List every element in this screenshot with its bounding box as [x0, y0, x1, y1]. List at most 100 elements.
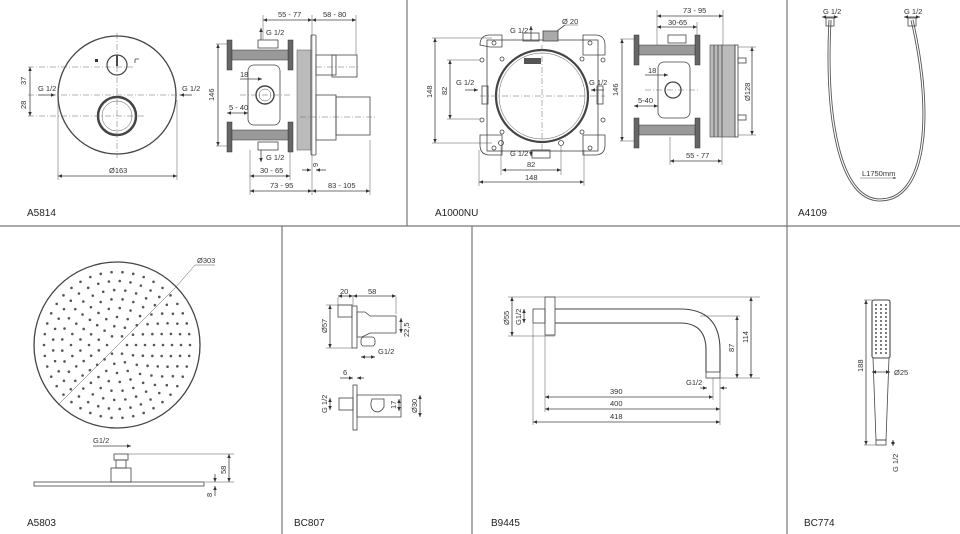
- nozzle: [67, 317, 71, 320]
- dim-58: 58: [368, 287, 376, 296]
- nozzle: [89, 275, 92, 279]
- nozzle: [43, 332, 47, 336]
- dim-5-40: 5-40: [638, 96, 653, 105]
- nozzle: [49, 312, 53, 315]
- dim-g12: G1/2: [378, 347, 394, 356]
- nozzle: [138, 372, 142, 376]
- dim-20: 20: [340, 287, 348, 296]
- dim-g-right: G 1/2: [589, 78, 607, 87]
- nozzle: [97, 311, 100, 315]
- nozzle: [880, 308, 882, 310]
- nozzle: [157, 295, 161, 299]
- dim-148-vertical: 148: [425, 85, 434, 98]
- nozzle: [82, 327, 85, 331]
- nozzle: [79, 349, 82, 352]
- nozzle: [165, 383, 169, 387]
- nozzle: [70, 286, 73, 290]
- nozzle: [131, 353, 135, 357]
- nozzle: [875, 320, 877, 322]
- dim-g12: G1/2: [93, 436, 109, 445]
- nozzle: [131, 414, 135, 418]
- nozzle: [74, 322, 78, 325]
- nozzle: [885, 352, 887, 354]
- nozzle: [96, 404, 100, 408]
- nozzle: [86, 286, 90, 290]
- nozzle: [103, 329, 106, 332]
- nozzle: [152, 406, 155, 410]
- nozzle: [60, 349, 64, 352]
- nozzle: [101, 396, 105, 400]
- nozzle: [153, 383, 157, 387]
- side-view: G1/2 58 8: [33, 436, 234, 497]
- nozzle: [129, 406, 132, 409]
- nozzle: [62, 379, 66, 383]
- panel-a4109: G 1/2 G 1/2 L1750mm A4109: [798, 7, 926, 219]
- nozzle: [112, 288, 116, 292]
- nozzle: [121, 298, 124, 301]
- nozzle: [104, 369, 108, 373]
- dim-390: 390: [610, 387, 623, 396]
- nozzle: [161, 343, 165, 347]
- nozzle: [112, 362, 116, 366]
- nozzle: [120, 352, 124, 355]
- dim-28: 28: [19, 101, 28, 109]
- dim-148-horizontal: 148: [525, 173, 538, 182]
- nozzle: [63, 327, 66, 330]
- nozzle: [139, 284, 143, 287]
- nozzle: [81, 313, 84, 316]
- nozzle: [118, 306, 122, 310]
- nozzle: [97, 349, 101, 352]
- nozzle: [880, 340, 882, 342]
- nozzle: [121, 389, 124, 392]
- nozzle: [176, 365, 179, 368]
- panel-a5803: Ø303 G1/2 58 8 A5803: [27, 256, 234, 529]
- dim-9: 9: [311, 163, 320, 167]
- nozzle: [73, 307, 77, 311]
- nozzle: [187, 354, 191, 358]
- nozzle: [88, 368, 92, 372]
- nozzle: [43, 354, 47, 358]
- dim-58-80: 58 - 80: [323, 10, 346, 19]
- nozzle: [141, 381, 145, 385]
- nozzle: [126, 317, 130, 321]
- nozzle: [82, 359, 85, 363]
- product-code: A1000NU: [435, 208, 478, 219]
- nozzle: [71, 332, 74, 336]
- nozzle: [87, 343, 91, 347]
- nozzle: [110, 298, 113, 301]
- product-code: B9445: [491, 518, 520, 529]
- nozzle: [99, 300, 102, 304]
- nozzle: [125, 343, 129, 347]
- nozzle: [123, 360, 127, 364]
- nozzle: [99, 272, 103, 276]
- nozzle: [73, 379, 77, 383]
- dim-g-bottom: G 1/2: [510, 149, 528, 158]
- dim-87: 87: [727, 344, 736, 352]
- nozzle: [53, 327, 57, 331]
- nozzle: [165, 303, 169, 307]
- nozzle: [118, 380, 122, 384]
- panel-b9445: Ø55 G1/2 87 114 G1/2 390 400 418 B9445: [491, 296, 760, 529]
- nozzle: [880, 344, 882, 346]
- dim-37: 37: [19, 77, 28, 85]
- spray-nozzles: [875, 304, 887, 354]
- nozzle: [110, 389, 113, 392]
- dim-18: 18: [648, 66, 656, 75]
- side-view: G 1/2 G 1/2 55 - 77 58 - 80 18 146 5 - 4…: [207, 10, 375, 195]
- nozzle: [875, 348, 877, 350]
- nozzle: [880, 328, 882, 330]
- dim-6: 6: [343, 368, 347, 377]
- dim-diameter-30: Ø30: [410, 399, 419, 413]
- dim-58: 58: [219, 466, 228, 474]
- dim-g-right: G 1/2: [182, 84, 200, 93]
- nozzle: [880, 312, 882, 314]
- nozzle: [885, 348, 887, 350]
- nozzle: [63, 360, 66, 363]
- nozzle: [82, 300, 85, 303]
- dim-diameter-57: Ø57: [320, 319, 329, 333]
- nozzle: [110, 416, 113, 420]
- nozzle: [77, 292, 81, 295]
- nozzle: [104, 317, 108, 321]
- front-view: 37 28 G 1/2 G 1/2 Ø163: [19, 33, 200, 180]
- dim-length: L1750mm: [862, 169, 895, 178]
